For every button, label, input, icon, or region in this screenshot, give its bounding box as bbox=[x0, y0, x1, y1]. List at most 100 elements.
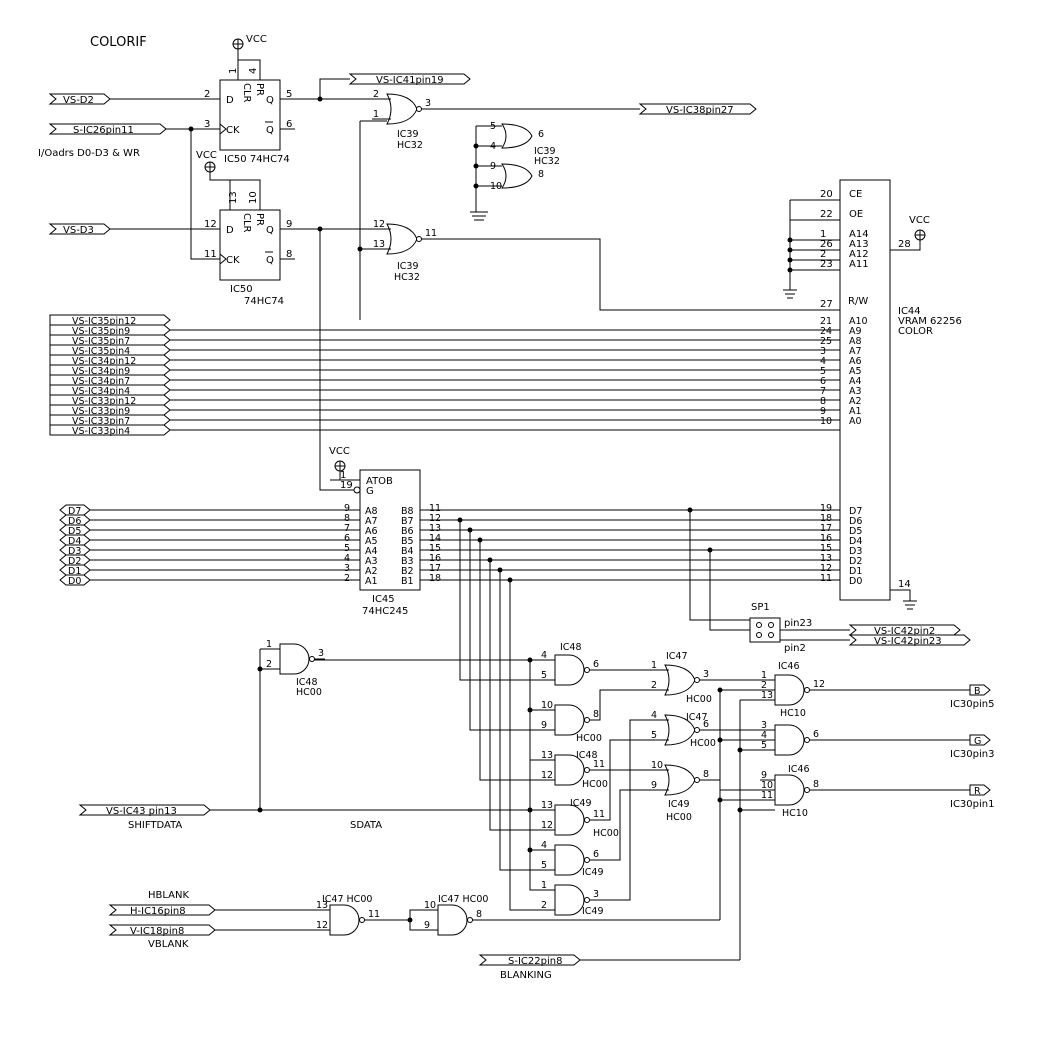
gate-output-pin: 3 bbox=[703, 669, 709, 680]
vram-addr-label: A8 bbox=[849, 336, 862, 347]
output-port-label: IC30pin3 bbox=[950, 749, 994, 760]
gate-part: HC10 bbox=[782, 808, 808, 819]
gate-ref: IC49 bbox=[570, 798, 592, 809]
ic45-a-label: A4 bbox=[365, 546, 378, 557]
gate-input-pin: 1 bbox=[651, 660, 657, 671]
vram-data-pin: 16 bbox=[820, 533, 832, 544]
inversion-bubble bbox=[694, 677, 700, 683]
gate-part: HC10 bbox=[780, 708, 806, 719]
ff-qn-pin: 6 bbox=[286, 119, 292, 130]
nand-body bbox=[774, 674, 805, 706]
gate-layer: 213IC39HC32121311IC39HC325469108IC39HC32… bbox=[265, 89, 825, 936]
address-bus-row: VS-IC34pin7 bbox=[49, 374, 840, 387]
vram-addr-label: A1 bbox=[849, 406, 862, 417]
junctions bbox=[188, 96, 793, 923]
inversion-bubble bbox=[694, 777, 700, 783]
address-port-label: VS-IC35pin4 bbox=[72, 346, 130, 357]
ic45-a-pin: 2 bbox=[344, 573, 350, 584]
ic45-b-pin: 18 bbox=[429, 573, 441, 584]
vram-data-label: D2 bbox=[849, 556, 862, 567]
ff-body bbox=[219, 209, 281, 281]
ff-pr-label: PR bbox=[254, 213, 265, 226]
svg-text:27: 27 bbox=[820, 299, 833, 310]
vram-addr-pin: 21 bbox=[820, 316, 832, 327]
diagram-title: COLORIF bbox=[90, 35, 147, 50]
vram-addr-label: A7 bbox=[849, 346, 862, 357]
gate-ref: IC49 bbox=[582, 867, 604, 878]
nand-body bbox=[329, 904, 360, 936]
svg-text:VS-IC42pin23: VS-IC42pin23 bbox=[874, 636, 942, 647]
port-h-ic16: H-IC16pin8 bbox=[108, 904, 216, 917]
gate-input-pin: 1 bbox=[266, 639, 272, 650]
data-port-label: D7 bbox=[68, 506, 81, 517]
address-bus-row: VS-IC35pin7 bbox=[49, 334, 840, 347]
gate-ref: IC46 bbox=[788, 764, 810, 775]
gate-input-pin: 5 bbox=[651, 730, 657, 741]
port-vs-ic42-23: VS-IC42pin23 bbox=[848, 634, 971, 647]
gate-input-pin: 4 bbox=[541, 650, 547, 661]
vram-data-label: D4 bbox=[849, 536, 862, 547]
vram-data-label: D7 bbox=[849, 506, 862, 517]
ff-qn-pin: 8 bbox=[286, 249, 292, 260]
vram-addr-pin: 5 bbox=[820, 366, 826, 377]
gate-input-pin: 10 bbox=[651, 760, 663, 771]
ff-d-pin: 12 bbox=[204, 219, 217, 230]
data-port-label: D6 bbox=[68, 516, 81, 527]
port-s-ic26: S-IC26pin11 bbox=[48, 123, 167, 136]
gate-output-pin: 6 bbox=[593, 849, 599, 860]
output-port-b: B IC30pin5 bbox=[950, 684, 994, 710]
vram-addr-label: A5 bbox=[849, 366, 862, 377]
ff-body bbox=[219, 79, 281, 151]
svg-text:V-IC18pin8: V-IC18pin8 bbox=[130, 926, 184, 937]
ic45-a-pin: 7 bbox=[344, 523, 350, 534]
vram-data-pin: 19 bbox=[820, 503, 832, 514]
gate-ref: IC47 HC00 bbox=[322, 894, 372, 905]
gate-input-pin: 1 bbox=[761, 670, 767, 681]
ioadrs-note: I/Oadrs D0-D3 & WR bbox=[38, 148, 140, 159]
output-flag bbox=[969, 784, 991, 796]
address-port-label: VS-IC33pin12 bbox=[72, 396, 136, 407]
address-bus-row: VS-IC34pin12 bbox=[49, 354, 840, 367]
svg-text:VCC: VCC bbox=[196, 150, 217, 161]
blanking-note: BLANKING bbox=[500, 970, 552, 981]
output-port-label: IC30pin5 bbox=[950, 699, 994, 710]
vram-data-label: D0 bbox=[849, 576, 862, 587]
ic44-ctrl-label: A14 bbox=[849, 229, 869, 240]
gate-part: HC00 bbox=[582, 779, 608, 790]
ic44-ctrl-label: OE bbox=[849, 209, 863, 220]
nand-body bbox=[554, 654, 585, 686]
address-bus-row: VS-IC35pin4 bbox=[49, 344, 840, 357]
svg-text:COLOR: COLOR bbox=[898, 326, 933, 337]
vram-data-pin: 12 bbox=[820, 563, 832, 574]
vram-data-pin: 15 bbox=[820, 543, 832, 554]
gate-input-pin: 10 bbox=[424, 900, 436, 911]
svg-text:14: 14 bbox=[898, 579, 911, 590]
ff-ck-pin: 3 bbox=[204, 119, 210, 130]
inversion-bubble bbox=[416, 106, 422, 112]
inversion-bubble bbox=[359, 917, 365, 923]
gate-input-pin: 2 bbox=[266, 659, 272, 670]
vram-data-label: D5 bbox=[849, 526, 862, 537]
inversion-bubble bbox=[804, 687, 810, 693]
vram-data-pin: 11 bbox=[820, 573, 832, 584]
gate-input-pin: 5 bbox=[541, 860, 547, 871]
gate-input-pin: 2 bbox=[373, 89, 379, 100]
inversion-bubble bbox=[804, 737, 810, 743]
svg-text:IC44: IC44 bbox=[898, 306, 921, 317]
gate-ref: IC48 bbox=[576, 750, 598, 761]
gate-output-pin: 6 bbox=[813, 729, 819, 740]
or-body bbox=[386, 223, 418, 255]
inversion-bubble bbox=[584, 817, 590, 823]
output-port-letter: B bbox=[974, 686, 981, 697]
